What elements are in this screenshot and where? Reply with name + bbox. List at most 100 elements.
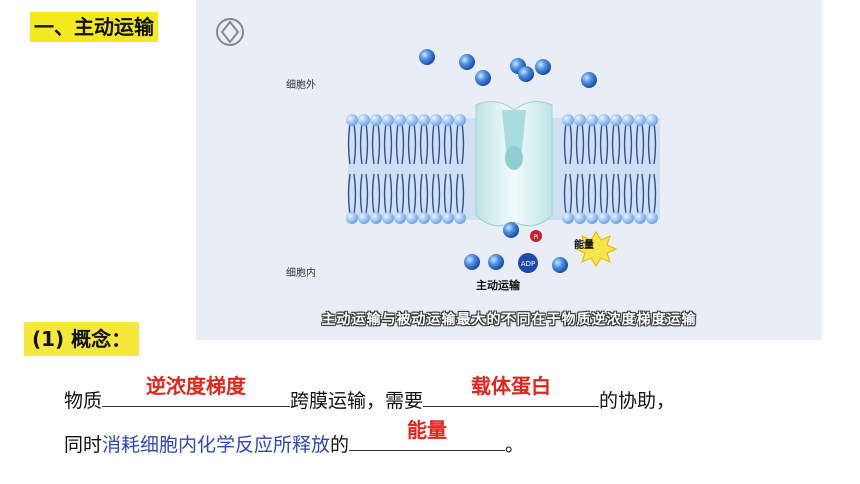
answer-3: 能量 (407, 418, 448, 442)
text-part: 跨膜运输，需要 (290, 390, 424, 412)
transport-label: 主动运输 (476, 279, 520, 292)
lipid-tail (611, 123, 615, 165)
phosphate-molecule (530, 230, 542, 242)
lipid-tail (443, 173, 447, 215)
logo-icon (216, 18, 244, 46)
lipid-head (370, 212, 382, 224)
lipid-tails (347, 123, 657, 215)
lipid-tail (449, 173, 453, 215)
lipid-tail (617, 173, 621, 215)
molecules-inside: ADP Pi (464, 222, 568, 273)
lipid-tail (641, 173, 645, 215)
lipid-head (430, 212, 442, 224)
text-part: 物质 (64, 390, 103, 412)
lipid-tail (413, 123, 417, 165)
lipid-tail (605, 123, 609, 165)
lipid-tail (647, 173, 651, 215)
solute-molecule (475, 70, 491, 86)
answer-2: 载体蛋白 (471, 374, 552, 398)
lipid-tail (629, 173, 633, 215)
lipid-head (454, 114, 466, 126)
lipid-tail (455, 123, 459, 165)
lipid-head (418, 212, 430, 224)
lipid-tail (599, 173, 603, 215)
lipid-head (610, 114, 622, 126)
lipid-tail (365, 173, 369, 215)
lipid-head (574, 114, 586, 126)
highlight-text: 消耗细胞内化学反应所释放 (102, 434, 331, 456)
lipid-tail (629, 123, 633, 165)
text-part: 的 (330, 434, 350, 456)
lipid-tail (575, 173, 579, 215)
lipid-tail (587, 173, 591, 215)
membrane-svg: ADP Pi (216, 18, 660, 273)
lipid-tail (635, 123, 639, 165)
lipid-head (574, 212, 586, 224)
lipid-tail (581, 173, 585, 215)
lipid-head (394, 114, 406, 126)
lipid-tail (419, 173, 423, 215)
lipid-tail (605, 173, 609, 215)
solute-molecule (503, 222, 519, 238)
lipid-tail (449, 123, 453, 165)
lipid-head (634, 212, 646, 224)
lipid-tail (353, 173, 357, 215)
lipid-head (622, 114, 634, 126)
lipid-tail (371, 173, 375, 215)
lipid-head (406, 114, 418, 126)
lipid-tail (593, 123, 597, 165)
lipid-tail (575, 123, 579, 165)
lipid-tail (353, 123, 357, 165)
lipid-tail (389, 173, 393, 215)
outside-label: 细胞外 (286, 80, 316, 91)
lipid-head (406, 212, 418, 224)
lipid-tail (653, 123, 657, 165)
lipid-head (394, 212, 406, 224)
lipid-tail (461, 173, 465, 215)
lipid-head (346, 114, 358, 126)
lipid-tail (359, 123, 363, 165)
lipid-tail (347, 123, 351, 165)
lipid-head (562, 114, 574, 126)
lipid-tail (407, 123, 411, 165)
answer-1: 逆浓度梯度 (146, 374, 247, 398)
lipid-head (442, 212, 454, 224)
lipid-tail (635, 173, 639, 215)
lipid-tail (347, 173, 351, 215)
lipid-head (646, 114, 658, 126)
lipid-tail (389, 123, 393, 165)
lipid-tail (617, 123, 621, 165)
blank-1: 逆浓度梯度 (102, 374, 291, 407)
solute-molecule (459, 54, 475, 70)
energy-burst-icon (574, 231, 618, 267)
lipid-tail (563, 123, 567, 165)
lipid-head (562, 212, 574, 224)
lipid-head (586, 114, 598, 126)
figure-caption: 主动运输与被动运输最大的不同在于物质逆浓度梯度运输 (321, 312, 697, 328)
lipid-tail (641, 123, 645, 165)
lipid-tail (383, 123, 387, 165)
protein-channel (502, 110, 526, 156)
blank-3: 能量 (349, 418, 506, 451)
text-part: 的协助， (599, 390, 676, 412)
solute-molecule (464, 254, 480, 270)
lipid-tail (563, 173, 567, 215)
solute-molecule (535, 59, 551, 75)
lipid-tail (569, 123, 573, 165)
lipid-tail (419, 123, 423, 165)
lipid-tail (431, 173, 435, 215)
inside-label: 细胞内 (286, 268, 316, 279)
lipid-head (370, 114, 382, 126)
lipid-tail (461, 123, 465, 165)
lipid-head (634, 114, 646, 126)
lipid-head (430, 114, 442, 126)
lipid-head (442, 114, 454, 126)
lipid-tail (593, 173, 597, 215)
lipid-tail (377, 173, 381, 215)
lipid-tail (599, 123, 603, 165)
lipid-tail (611, 173, 615, 215)
text-part: 同时 (64, 434, 103, 456)
lipid-head (382, 212, 394, 224)
lipid-tail (365, 123, 369, 165)
lipid-head (346, 212, 358, 224)
